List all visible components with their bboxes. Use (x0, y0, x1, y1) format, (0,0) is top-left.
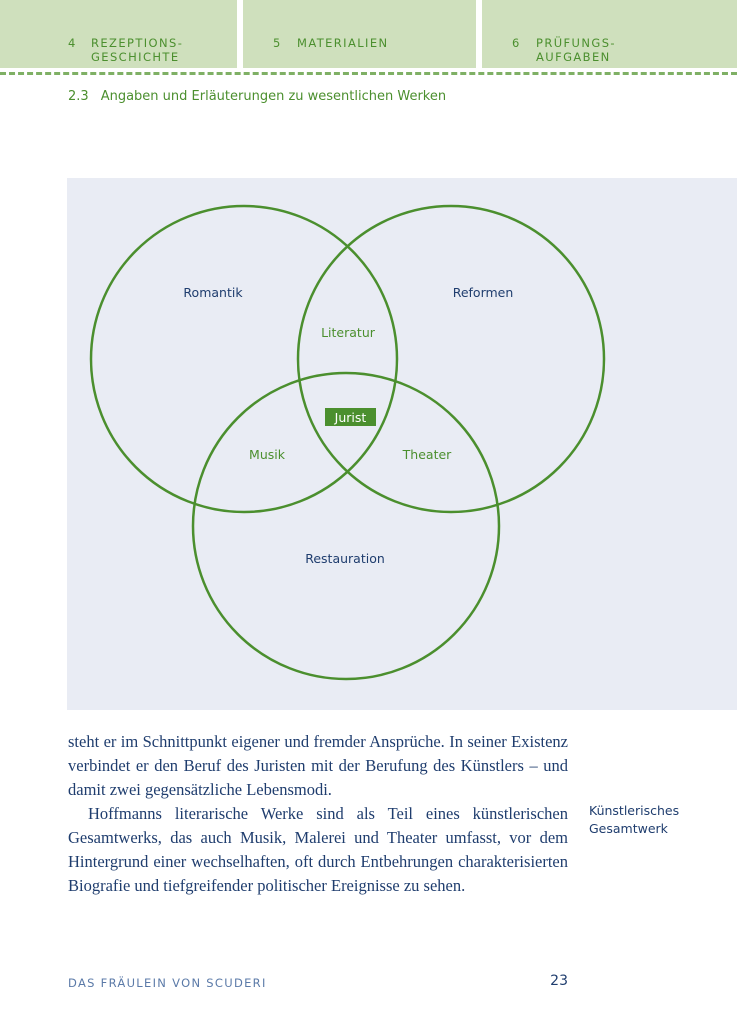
header-divider (0, 72, 737, 75)
tab-materialien[interactable]: 5 MATERIALIEN (243, 0, 476, 68)
tab-label: REZEPTIONS-GESCHICHTE (91, 36, 184, 64)
paragraph: steht er im Schnittpunkt eigener und fre… (68, 732, 568, 799)
chapter-tabs: 4 REZEPTIONS-GESCHICHTE 5 MATERIALIEN 6 … (0, 0, 737, 68)
label-jurist: Jurist (334, 410, 367, 425)
tab-label: PRÜFUNGS-AUFGABEN (536, 36, 616, 64)
circle-romantik (89, 204, 399, 514)
tab-rezeptionsgeschichte[interactable]: 4 REZEPTIONS-GESCHICHTE (0, 0, 237, 68)
label-musik: Musik (249, 447, 286, 462)
circle-reformen (296, 204, 606, 514)
label-restauration: Restauration (305, 551, 385, 566)
tab-label: MATERIALIEN (297, 36, 389, 50)
footer-book-title: DAS FRÄULEIN VON SCUDERI (68, 976, 267, 990)
section-number: 2.3 (68, 89, 89, 104)
label-romantik: Romantik (183, 285, 243, 300)
body-text: steht er im Schnittpunkt eigener und fre… (68, 730, 568, 898)
tab-pruefungsaufgaben[interactable]: 6 PRÜFUNGS-AUFGABEN (482, 0, 737, 68)
tab-number: 5 (273, 36, 282, 50)
paragraph: Hoffmanns literarische Werke sind als Te… (68, 804, 568, 895)
tab-number: 6 (512, 36, 521, 50)
tab-number: 4 (68, 36, 77, 50)
circle-restauration (191, 371, 501, 681)
label-literatur: Literatur (321, 325, 376, 340)
venn-diagram: Romantik Reformen Restauration Literatur… (67, 178, 737, 710)
venn-svg: Romantik Reformen Restauration Literatur… (89, 204, 606, 681)
page-number: 23 (550, 973, 568, 989)
jurist-highlight (325, 408, 376, 426)
label-reformen: Reformen (453, 285, 514, 300)
label-theater: Theater (402, 447, 452, 462)
section-heading: 2.3 Angaben und Erläuterungen zu wesentli… (68, 89, 446, 104)
section-title: Angaben und Erläuterungen zu wesentliche… (100, 89, 447, 104)
